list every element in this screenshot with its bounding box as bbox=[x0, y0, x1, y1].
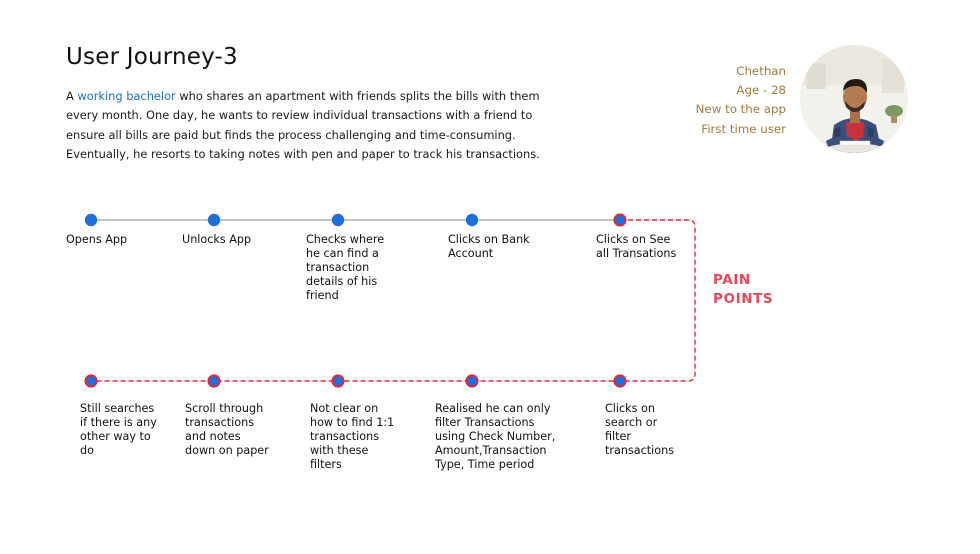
persona-details: Chethan Age - 28 New to the app First ti… bbox=[696, 62, 786, 139]
description-body: who shares an apartment with friends spl… bbox=[66, 89, 540, 162]
pain-step-node-bottom-row-5 bbox=[613, 374, 627, 388]
pain-step-node-bottom-row-1 bbox=[84, 374, 98, 388]
persona-age: Age - 28 bbox=[736, 83, 786, 98]
pain-points-label: PAIN POINTS bbox=[713, 272, 774, 307]
persona-usage: First time user bbox=[701, 121, 786, 136]
pain-step-node-bottom-row-2 bbox=[207, 374, 221, 388]
step-label-top-row-3: Checks where he can find a transaction d… bbox=[306, 233, 385, 302]
step-label-top-row-2: Unlocks App bbox=[182, 233, 252, 246]
persona-name: Chethan bbox=[736, 64, 786, 78]
page-title: User Journey-3 bbox=[66, 44, 238, 70]
pain-points-connector bbox=[91, 219, 696, 382]
top-row-nodes bbox=[84, 213, 627, 227]
journey-description: A working bachelor who shares an apartme… bbox=[66, 87, 556, 165]
pain-step-node-top-row-5 bbox=[613, 213, 627, 227]
step-node-top-row-3 bbox=[331, 213, 345, 227]
step-label-bottom-row-1: Still searches if there is any other way… bbox=[80, 402, 157, 457]
step-label-top-row-1: Opens App bbox=[66, 233, 128, 246]
step-label-bottom-row-2: Scroll through transactions and notes do… bbox=[185, 402, 269, 457]
pain-step-node-bottom-row-3 bbox=[331, 374, 345, 388]
step-label-top-row-5: Clicks on See all Transations bbox=[596, 233, 677, 260]
step-label-bottom-row-5: Clicks on search or filter transactions bbox=[605, 402, 675, 457]
step-label-top-row-4: Clicks on Bank Account bbox=[448, 233, 530, 260]
step-label-bottom-row-4: Realised he can only filter Transactions… bbox=[435, 402, 556, 471]
description-highlight: working bachelor bbox=[77, 89, 176, 103]
step-node-top-row-4 bbox=[465, 213, 479, 227]
pain-step-node-bottom-row-4 bbox=[465, 374, 479, 388]
persona-status: New to the app bbox=[695, 102, 786, 117]
bottom-row-nodes bbox=[84, 374, 627, 388]
description-prefix: A bbox=[66, 89, 78, 103]
step-label-bottom-row-3: Not clear on how to find 1:1 transaction… bbox=[310, 402, 395, 471]
step-node-top-row-1 bbox=[84, 213, 98, 227]
step-node-top-row-2 bbox=[207, 213, 221, 227]
